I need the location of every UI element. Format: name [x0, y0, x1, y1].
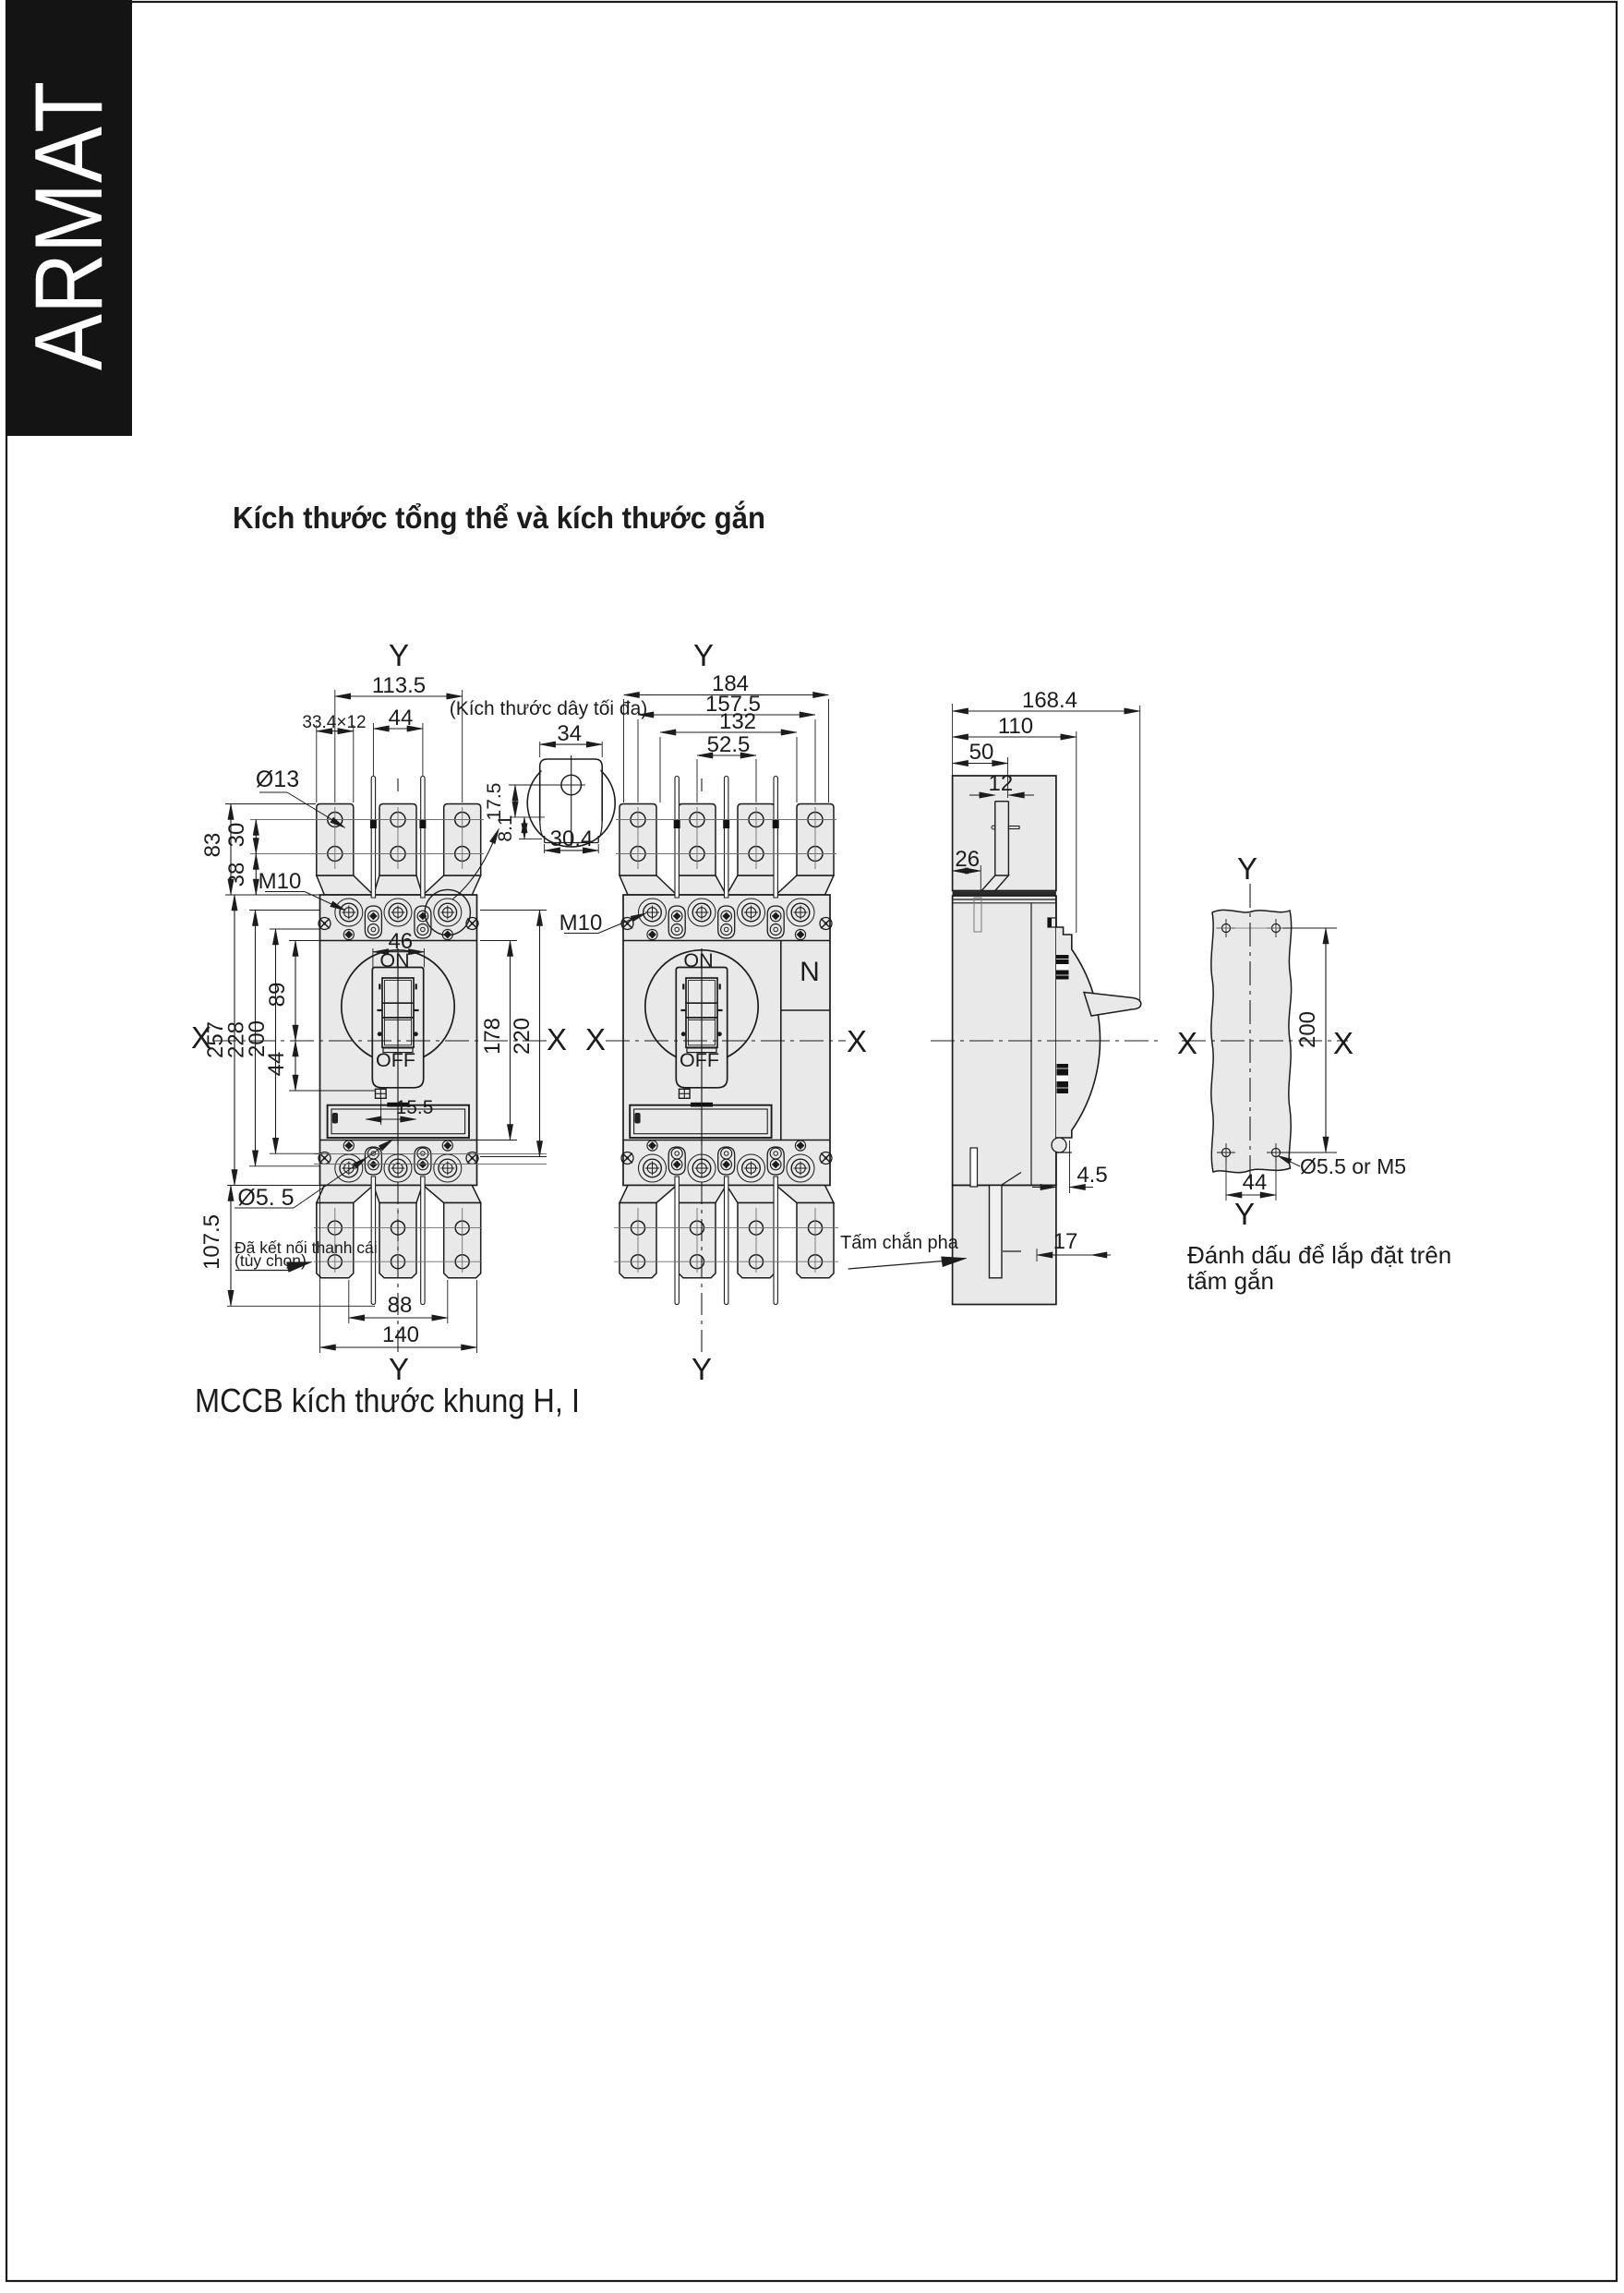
- svg-text:15.5: 15.5: [396, 1097, 434, 1118]
- svg-text:200: 200: [245, 1020, 270, 1057]
- svg-text:30.4: 30.4: [550, 827, 594, 851]
- svg-text:83: 83: [200, 833, 225, 858]
- svg-text:200: 200: [1295, 1011, 1320, 1048]
- svg-text:Ø13: Ø13: [256, 766, 299, 792]
- svg-text:Y: Y: [692, 1352, 712, 1386]
- svg-text:N: N: [800, 957, 820, 987]
- svg-text:88: 88: [388, 1293, 413, 1318]
- svg-text:220: 220: [510, 1018, 535, 1055]
- svg-text:Ø5.5 or M5: Ø5.5 or M5: [1300, 1154, 1406, 1178]
- svg-text:4.5: 4.5: [1077, 1163, 1107, 1188]
- svg-text:Tấm chắn pha: Tấm chắn pha: [840, 1232, 959, 1253]
- svg-text:89: 89: [265, 983, 290, 1008]
- svg-text:26: 26: [955, 847, 980, 872]
- svg-text:M10: M10: [559, 911, 603, 935]
- svg-text:228: 228: [224, 1021, 249, 1058]
- svg-text:17.5: 17.5: [484, 783, 505, 821]
- svg-text:184: 184: [712, 671, 749, 696]
- svg-text:30: 30: [224, 823, 249, 848]
- svg-text:33.4×12: 33.4×12: [302, 713, 366, 732]
- svg-text:tấm gắn: tấm gắn: [1187, 1267, 1274, 1295]
- svg-text:OFF: OFF: [376, 1049, 415, 1071]
- svg-text:Y: Y: [1237, 851, 1257, 886]
- svg-text:Ø5. 5: Ø5. 5: [237, 1185, 294, 1211]
- svg-text:157.5: 157.5: [705, 692, 761, 717]
- svg-text:Đã kết nối thanh cái: Đã kết nối thanh cái: [235, 1238, 378, 1257]
- svg-text:Y: Y: [389, 638, 409, 672]
- svg-text:X: X: [547, 1022, 567, 1056]
- svg-text:X: X: [585, 1022, 606, 1056]
- svg-text:44: 44: [1243, 1170, 1268, 1195]
- svg-text:168.4: 168.4: [1022, 688, 1077, 713]
- svg-text:Kích thước tổng thể và kích th: Kích thước tổng thể và kích thước gắn: [233, 501, 765, 535]
- svg-text:34: 34: [557, 721, 582, 746]
- svg-text:44: 44: [389, 706, 414, 730]
- svg-text:Y: Y: [693, 638, 714, 672]
- svg-text:M10: M10: [259, 869, 302, 894]
- svg-text:X: X: [191, 1020, 211, 1055]
- svg-text:110: 110: [998, 714, 1033, 739]
- svg-text:MCCB kích thước khung H, I: MCCB kích thước khung H, I: [195, 1382, 580, 1419]
- svg-text:(Kích thước dây tối đa): (Kích thước dây tối đa): [450, 698, 648, 719]
- svg-text:17: 17: [1053, 1229, 1078, 1254]
- svg-text:38: 38: [224, 863, 249, 887]
- svg-text:OFF: OFF: [680, 1049, 719, 1071]
- svg-text:107.5: 107.5: [199, 1214, 224, 1270]
- svg-text:140: 140: [382, 1322, 419, 1347]
- svg-text:132: 132: [719, 709, 756, 734]
- svg-text:Y: Y: [389, 1352, 409, 1386]
- svg-text:X: X: [847, 1024, 867, 1058]
- svg-text:X: X: [1177, 1026, 1197, 1060]
- svg-text:Y: Y: [1234, 1197, 1255, 1231]
- svg-text:8.1: 8.1: [495, 815, 516, 841]
- svg-text:Đánh dấu để lắp đặt trên: Đánh dấu để lắp đặt trên: [1187, 1241, 1451, 1269]
- svg-text:ON: ON: [683, 949, 713, 972]
- svg-text:52.5: 52.5: [707, 732, 751, 757]
- svg-text:44: 44: [264, 1052, 289, 1077]
- svg-text:12: 12: [989, 771, 1014, 796]
- svg-text:X: X: [1333, 1026, 1353, 1060]
- svg-text:46: 46: [388, 929, 413, 954]
- svg-text:257: 257: [203, 1021, 228, 1058]
- svg-text:178: 178: [480, 1018, 505, 1055]
- svg-text:113.5: 113.5: [372, 673, 426, 698]
- svg-text:50: 50: [969, 740, 994, 765]
- svg-text:ARMAT: ARMAT: [16, 81, 123, 370]
